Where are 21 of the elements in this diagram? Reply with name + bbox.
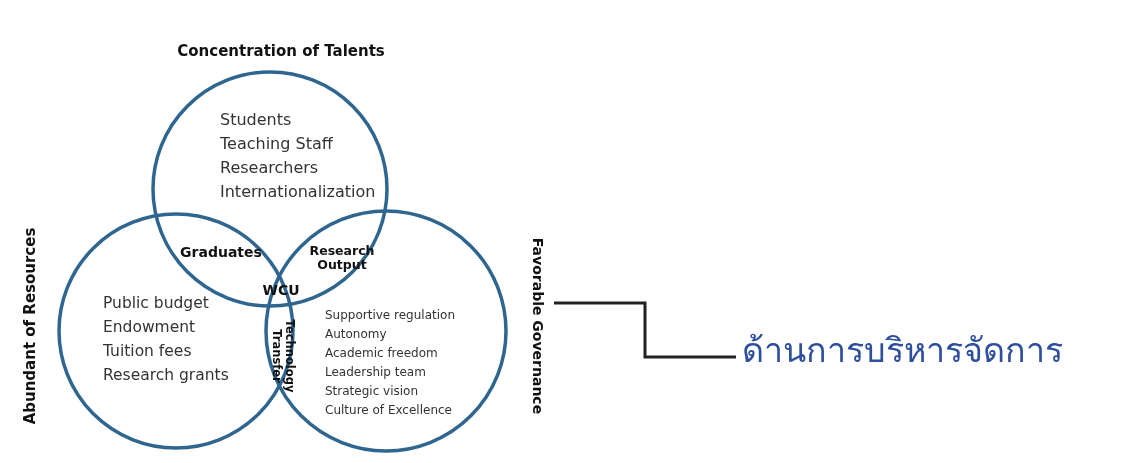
annotation-text: ด้านการบริหารจัดการ <box>742 331 1063 371</box>
list-item: Supportive regulation <box>325 309 456 323</box>
list-item: Leadership team <box>325 366 426 380</box>
overlap-label: Technology Transfer <box>269 318 297 395</box>
list-item: Autonomy <box>325 328 387 342</box>
list-item: Academic freedom <box>325 347 438 361</box>
overlap-label: Graduates <box>180 243 262 261</box>
circle-heading: Favorable Governance <box>529 237 547 415</box>
list-item: Endowment <box>103 319 196 337</box>
list-item: Internationalization <box>220 183 376 202</box>
list-item: Students <box>220 111 292 130</box>
list-item: Culture of Excellence <box>325 404 452 418</box>
list-item: Strategic vision <box>325 385 419 399</box>
circle-heading: Abundant of Resources <box>22 227 40 425</box>
list-item: Public budget <box>103 295 209 313</box>
list-item: Researchers <box>220 159 319 178</box>
list-item: Teaching Staff <box>220 135 333 154</box>
leader-line <box>554 301 736 359</box>
circle-heading: Concentration of Talents <box>177 43 385 61</box>
list-item: Tuition fees <box>103 343 192 361</box>
list-item: Research grants <box>103 367 229 385</box>
